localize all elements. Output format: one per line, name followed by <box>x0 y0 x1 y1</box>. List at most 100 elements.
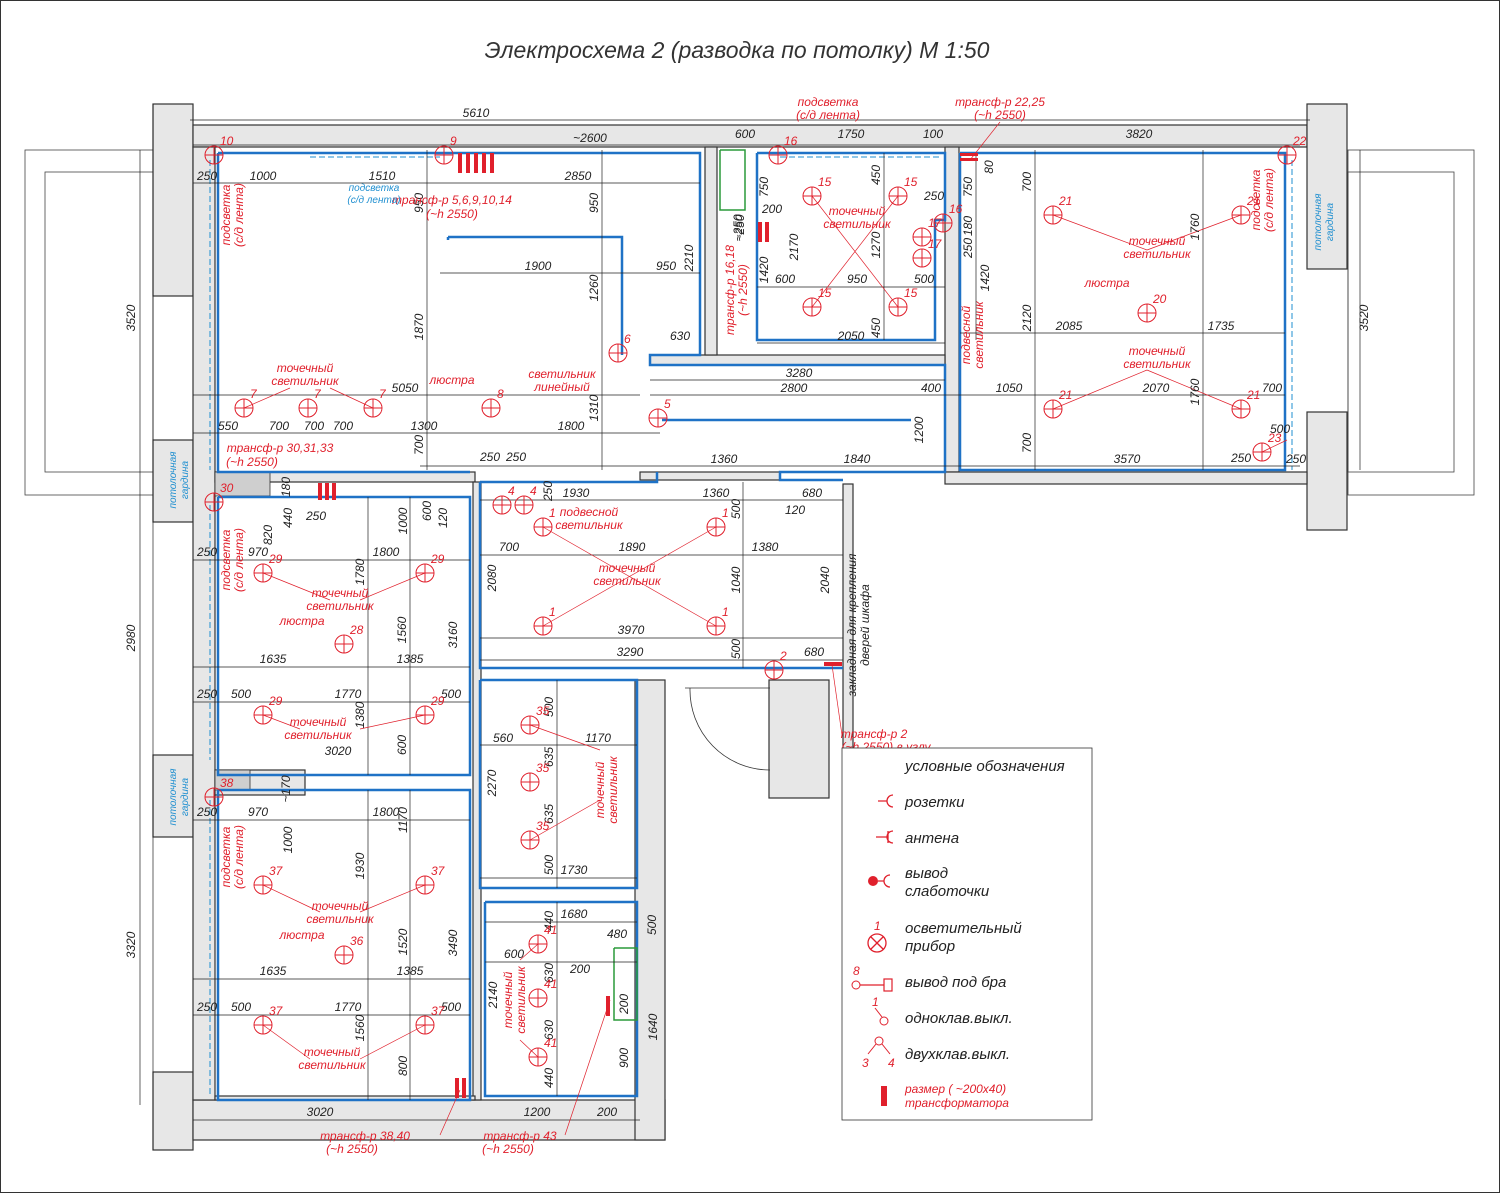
dimension-value: 700 <box>1262 381 1282 395</box>
vertical-dimension-value: 2210 <box>682 244 696 272</box>
vertical-dimension-value: 450 <box>869 165 883 185</box>
dimension-value: 1200 <box>524 1105 551 1119</box>
light-fixture-icon: 37 <box>415 864 446 895</box>
fixture-number: 21 <box>1246 388 1260 402</box>
fixture-number: 35 <box>536 819 550 833</box>
fixture-number: 4 <box>530 484 537 498</box>
vertical-dimension-value: 500 <box>542 855 556 875</box>
fixture-number: 29 <box>268 552 283 566</box>
dimension-value: 1385 <box>397 964 424 978</box>
fixture-number: 30 <box>220 481 234 495</box>
light-fixture-icon: 17 <box>912 237 943 268</box>
vertical-dimension-value: 1200 <box>912 416 926 443</box>
fixture-number: 28 <box>349 623 364 637</box>
annotation-leaders <box>243 121 1288 1136</box>
dimension-value: 3820 <box>1126 127 1153 141</box>
fixture-number: 16 <box>949 202 963 216</box>
vertical-dimension-value: 1260 <box>587 274 601 301</box>
vertical-dimension-value: 1170 <box>396 807 410 833</box>
fixture-label: (~h 2550) <box>426 207 478 221</box>
dimension-value: 480 <box>607 927 627 941</box>
dimension-value: 500 <box>441 1000 461 1014</box>
light-fixture-icon: 10 <box>204 134 234 165</box>
fixture-number: 2 <box>779 649 787 663</box>
light-fixture-icon: 8 <box>481 387 504 418</box>
fixture-number: 21 <box>1058 194 1072 208</box>
fixture-label: люстра <box>429 373 475 387</box>
dimension-value: 1900 <box>525 259 552 273</box>
dimension-value: 250 <box>196 169 217 183</box>
vertical-dimension-value: ~250 <box>733 214 747 241</box>
led-strips <box>209 156 1293 1095</box>
fixture-number: 23 <box>1267 431 1282 445</box>
fixture-label: люстра <box>279 928 325 942</box>
dimension-value: 700 <box>499 540 519 554</box>
fixture-number: 15 <box>818 286 832 300</box>
fixture-label: светильник <box>1123 247 1192 261</box>
dimension-value: 3280 <box>786 366 813 380</box>
fixture-label: (~h 2550) <box>326 1142 378 1156</box>
vertical-dimension-value: 700 <box>412 435 426 455</box>
dimension-value: 2050 <box>837 329 865 343</box>
fixture-label: светильник <box>555 518 624 532</box>
legend-switch2-label: двухклав.выкл. <box>905 1046 1010 1063</box>
fixture-number: 6 <box>624 332 631 346</box>
light-fixture-icon: 22 <box>1277 134 1307 165</box>
dimension-value: 250 <box>1285 452 1306 466</box>
legend-socket-label: розетки <box>904 794 965 811</box>
fixture-number: 4 <box>508 484 515 498</box>
legend-fixture-label-2: прибор <box>905 938 955 955</box>
curtain-rail-label: гардина <box>180 778 191 817</box>
vertical-fixture-label: закладная для крепления <box>845 553 859 697</box>
light-fixture-icon: 29 <box>415 552 445 583</box>
fixture-number: 17 <box>928 216 943 230</box>
fixture-number: 37 <box>269 864 284 878</box>
dimension-value: 3020 <box>325 744 352 758</box>
vertical-dimension-value: 1930 <box>353 852 367 879</box>
fixture-number: 15 <box>818 175 832 189</box>
dimension-value: 500 <box>1270 422 1290 436</box>
light-fixture-icon: 30 <box>204 481 234 512</box>
dimension-value: 1170 <box>585 731 611 745</box>
fixture-label: линейный <box>533 380 590 394</box>
door-swing <box>685 687 771 771</box>
dimension-value: 1890 <box>619 540 646 554</box>
fixture-label: точечный <box>312 899 369 913</box>
dimension-value: 250 <box>196 805 217 819</box>
dimension-value: 700 <box>304 419 324 433</box>
vertical-dimension-value: 750 <box>961 177 975 197</box>
sconce-outlet-icon: 8 <box>851 964 893 992</box>
fixture-number: 15 <box>904 175 918 189</box>
dimension-value: 3570 <box>1114 452 1141 466</box>
vertical-dimension-value: 3320 <box>124 931 138 958</box>
light-fixture-icon: 5 <box>648 397 671 428</box>
vertical-fixture-label: (с/д лента) <box>232 825 246 889</box>
legend-switch1-label: одноклав.выкл. <box>905 1010 1013 1027</box>
light-fixture-icon: 21 <box>1043 388 1072 419</box>
fixture-label: люстра <box>279 614 325 628</box>
light-fixture-icon: 21 <box>1231 194 1260 225</box>
dimension-value: 700 <box>269 419 289 433</box>
dimension-value: 3020 <box>307 1105 334 1119</box>
dimension-value: 2070 <box>1142 381 1170 395</box>
fixture-label: подвесной <box>560 505 619 519</box>
fixture-number: 7 <box>314 387 322 401</box>
dimension-value: 1680 <box>561 907 588 921</box>
dimension-value: 950 <box>656 259 676 273</box>
dimension-value: 500 <box>231 687 251 701</box>
light-fixture-icon: 15 <box>802 175 832 206</box>
light-fixture-icon: 15 <box>802 286 832 317</box>
dimension-value: 1300 <box>411 419 438 433</box>
drawing-title: Электросхема 2 (разводка по потолку) М 1… <box>485 37 990 63</box>
curtain-rail-label: гардина <box>180 461 191 500</box>
vertical-dimension-value: 250 <box>961 238 975 259</box>
dimension-value: 250 <box>1230 451 1251 465</box>
vertical-dimension-value: 950 <box>587 193 601 213</box>
dimension-value: 1730 <box>561 863 588 877</box>
dimension-lines <box>139 104 1361 1150</box>
fixture-number: 36 <box>350 934 364 948</box>
fixture-number: 20 <box>1152 292 1167 306</box>
light-fixture-icon: 23 <box>1252 431 1282 462</box>
vertical-dimension-value: 1270 <box>869 231 883 258</box>
